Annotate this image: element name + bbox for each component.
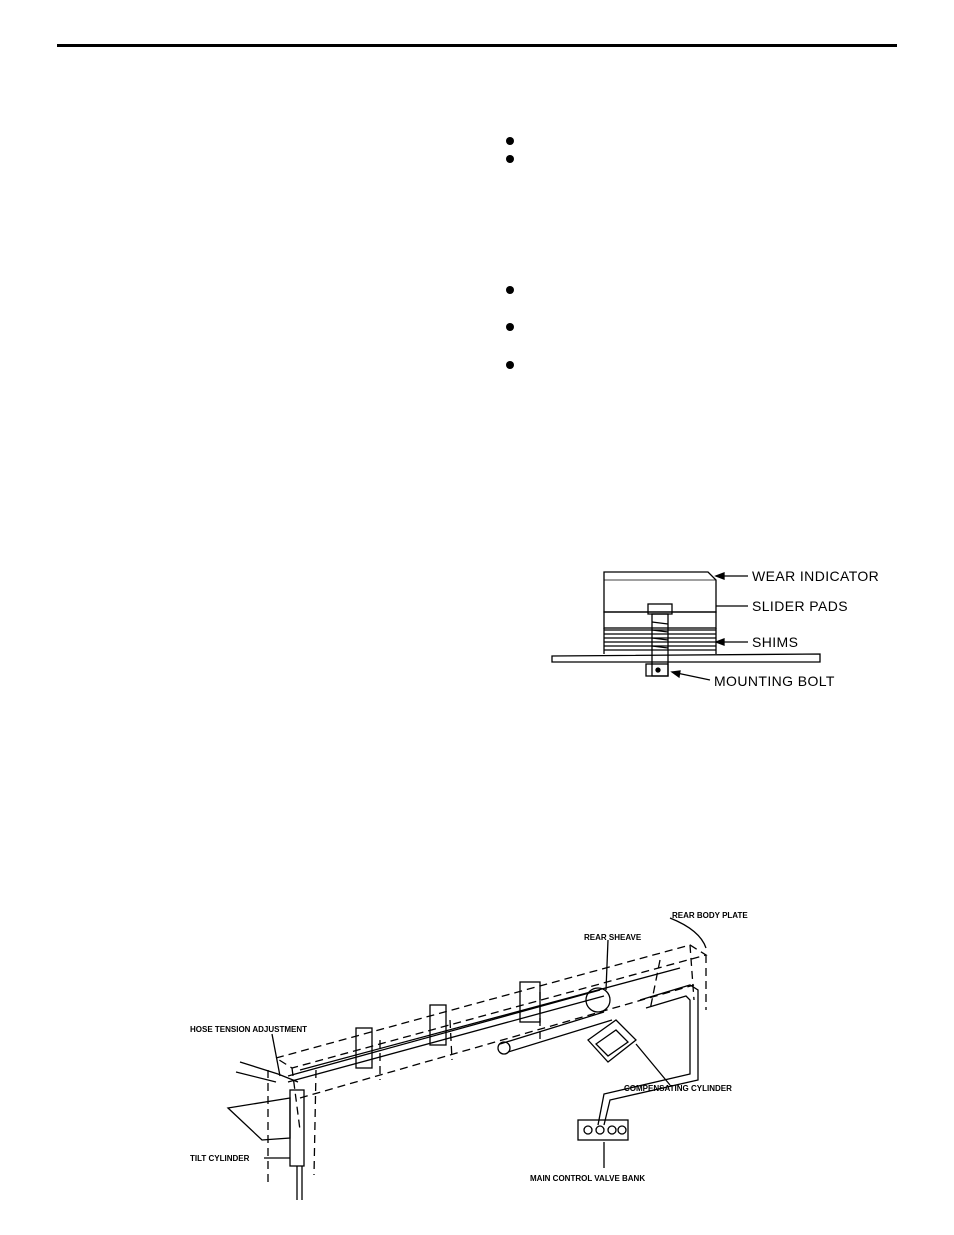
bullet-5 — [506, 361, 514, 369]
rear-sheave-label: REAR SHEAVE — [584, 933, 642, 942]
hose-tension-adjustment-label: HOSE TENSION ADJUSTMENT — [190, 1025, 307, 1034]
bullet-1 — [506, 137, 514, 145]
mounting-bolt-label: MOUNTING BOLT — [714, 673, 835, 689]
bullet-4 — [506, 323, 514, 331]
shims-label: SHIMS — [752, 634, 798, 650]
compensating-cylinder-label: COMPENSATING CYLINDER — [624, 1084, 732, 1093]
slider-pad-drawing — [551, 571, 821, 681]
hydraulic-drawing — [226, 917, 708, 1200]
tilt-cylinder-label: TILT CYLINDER — [190, 1154, 250, 1163]
rear-body-plate-label: REAR BODY PLATE — [672, 911, 748, 920]
header-rule — [57, 44, 897, 47]
main-control-valve-bank-label: MAIN CONTROL VALVE BANK — [530, 1174, 645, 1183]
bullet-2 — [506, 155, 514, 163]
wear-indicator-label: WEAR INDICATOR — [752, 568, 879, 584]
slider-pads-label: SLIDER PADS — [752, 598, 848, 614]
bullet-3 — [506, 286, 514, 294]
